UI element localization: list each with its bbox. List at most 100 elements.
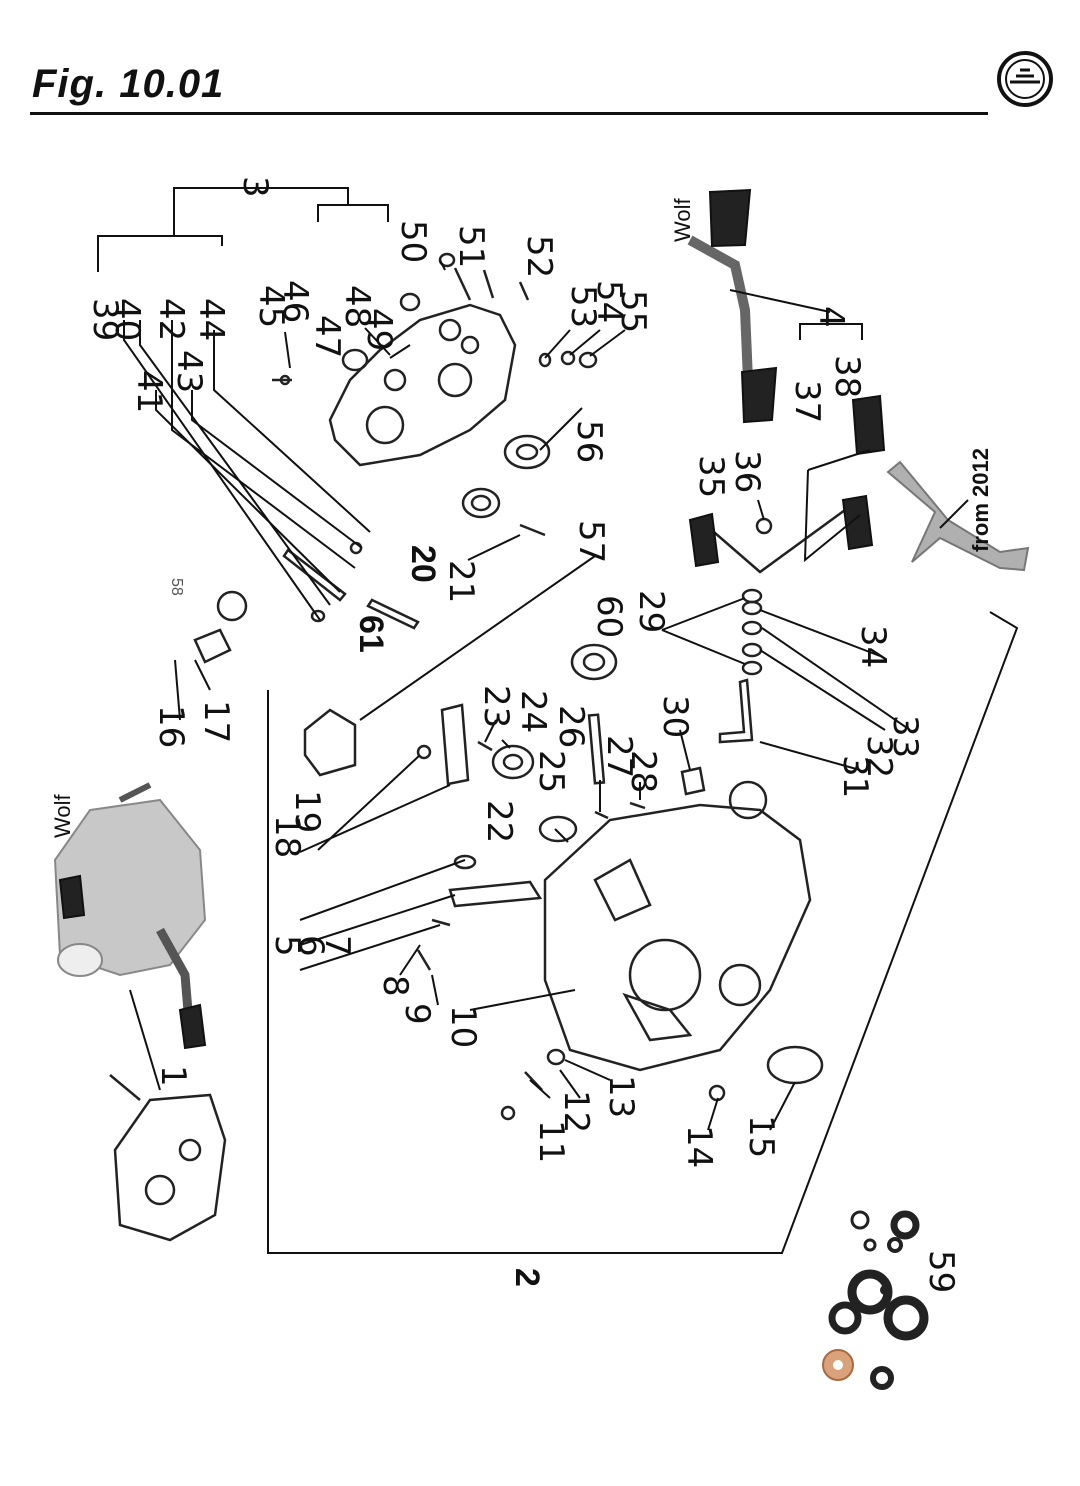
part-number-34: 34 xyxy=(853,625,893,668)
note-from-2012: from 2012 xyxy=(968,448,993,552)
part-number-11: 11 xyxy=(531,1120,571,1163)
from-2012-lever xyxy=(886,460,1030,572)
group-4-bracket xyxy=(799,323,863,340)
part-number-56: 56 xyxy=(569,420,609,463)
part-number-20: 20 xyxy=(404,545,442,583)
washer-58 xyxy=(216,590,248,622)
part-number-28: 28 xyxy=(623,750,663,793)
part-number-40: 40 xyxy=(107,298,147,341)
seal-22 xyxy=(538,815,578,843)
part-number-8: 8 xyxy=(375,975,415,997)
part-number-21: 21 xyxy=(441,560,481,603)
bearing-60 xyxy=(570,643,618,681)
part-number-57: 57 xyxy=(571,520,611,563)
gear-lever-part xyxy=(688,394,886,574)
group-2-bracket xyxy=(267,611,1019,1254)
group-3-bracket xyxy=(97,187,389,272)
link-6 xyxy=(448,880,543,908)
part-number-46: 46 xyxy=(275,280,315,323)
sleeve-30 xyxy=(680,766,706,796)
part-number-13: 13 xyxy=(601,1075,641,1118)
wolf-gearbox-assembly-photo xyxy=(53,782,207,1050)
part-number-48: 48 xyxy=(337,285,377,328)
part-number-33: 33 xyxy=(885,715,925,758)
part-number-7: 7 xyxy=(317,935,357,957)
part-number-55: 55 xyxy=(613,290,653,333)
gearbox-housing-10 xyxy=(543,780,812,1072)
part-number-41: 41 xyxy=(129,370,169,413)
gearbox-sketch-1 xyxy=(109,1074,227,1242)
part-number-60: 60 xyxy=(589,595,629,638)
part-number-50: 50 xyxy=(393,220,433,263)
part-number-52: 52 xyxy=(519,235,559,278)
part-number-51: 51 xyxy=(451,225,491,268)
part-number-26: 26 xyxy=(551,705,591,748)
part-number-25: 25 xyxy=(531,750,571,793)
part-number-35: 35 xyxy=(691,455,731,498)
part-number-19: 19 xyxy=(287,790,327,833)
group-label-2: 2 xyxy=(508,1268,546,1287)
part-number-36: 36 xyxy=(727,450,767,493)
title-underline xyxy=(30,112,988,115)
part-number-5: 5 xyxy=(267,935,307,957)
part-number-39: 39 xyxy=(85,298,125,341)
part-number-43: 43 xyxy=(169,350,209,393)
part-number-16: 16 xyxy=(151,705,191,748)
part-number-24: 24 xyxy=(513,690,553,733)
bearing-24 xyxy=(491,744,535,780)
group-label-4: 4 xyxy=(811,306,851,328)
part-number-15: 15 xyxy=(741,1115,781,1158)
part-number-54: 54 xyxy=(589,280,629,323)
washers-29-34 xyxy=(741,588,763,676)
note-wolf-left: Wolf xyxy=(50,794,75,838)
seal-15 xyxy=(766,1045,824,1085)
part-number-32: 32 xyxy=(859,735,899,778)
lever-40 xyxy=(282,548,347,602)
shaft-31 xyxy=(718,678,754,744)
part-number-14: 14 xyxy=(679,1125,719,1168)
part-number-23: 23 xyxy=(476,685,516,728)
part-number-59: 59 xyxy=(921,1250,961,1293)
part-number-45: 45 xyxy=(251,285,291,328)
group-label-3: 3 xyxy=(235,176,275,198)
part-number-61: 61 xyxy=(352,615,390,653)
part-number-18: 18 xyxy=(267,815,307,858)
plate-18 xyxy=(440,703,470,786)
seal-kit-photo-59 xyxy=(822,1210,929,1390)
note-wolf-top: Wolf xyxy=(670,198,695,242)
flange-17 xyxy=(193,628,232,664)
part-number-44: 44 xyxy=(191,298,231,341)
part-number-53: 53 xyxy=(563,285,603,328)
part-number-49: 49 xyxy=(359,308,399,351)
wolf-kick-lever xyxy=(687,188,778,424)
washer-47 xyxy=(341,348,369,372)
part-number-1: 1 xyxy=(153,1065,193,1087)
part-number-38: 38 xyxy=(827,355,867,398)
part-number-27: 27 xyxy=(599,735,639,778)
bearing-56 xyxy=(503,434,551,470)
part-number-6: 6 xyxy=(291,935,331,957)
leader-lines xyxy=(123,259,911,1131)
fasteners xyxy=(272,267,726,1121)
part-number-10: 10 xyxy=(443,1005,483,1048)
rear-cover-part xyxy=(328,303,517,467)
bracket-57 xyxy=(303,708,357,777)
part-number-47: 47 xyxy=(307,315,347,358)
figure-title: Fig. 10.01 xyxy=(32,62,225,106)
part-number-31: 31 xyxy=(835,755,875,798)
part-number-37: 37 xyxy=(787,380,827,423)
part-number-29: 29 xyxy=(631,590,671,633)
part-number-22: 22 xyxy=(479,800,519,843)
part-number-12: 12 xyxy=(556,1090,596,1133)
lever-61 xyxy=(366,598,420,630)
bearing-20 xyxy=(461,487,501,519)
washer-49 xyxy=(399,292,421,312)
part-number-30: 30 xyxy=(655,695,695,738)
part-number-9: 9 xyxy=(397,1003,437,1025)
washer-5 xyxy=(453,854,477,870)
part-number-42: 42 xyxy=(151,298,191,341)
part-number-17: 17 xyxy=(196,700,236,743)
brand-logo-icon xyxy=(997,51,1053,107)
note-58: 58 xyxy=(168,578,185,596)
